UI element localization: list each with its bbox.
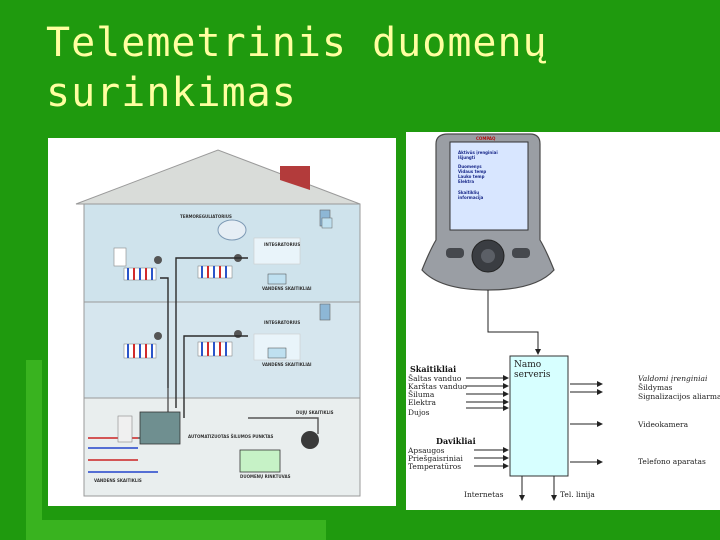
- title-line-2: surinkimas: [46, 68, 666, 118]
- heat-meter-middle: [268, 348, 286, 358]
- server-label-line: Namo: [514, 360, 550, 370]
- bg-bar-left: [26, 360, 42, 540]
- label-heat-meter-2: VANDENS SKAITIKLIAI: [262, 362, 311, 367]
- label-integrator-2: INTEGRATORIUS: [264, 320, 300, 325]
- server-label-line: serveris: [514, 370, 550, 380]
- radiator-middle-right: [198, 342, 232, 356]
- label-heat-meter-1: VANDENS SKAITIKLIAI: [262, 286, 311, 291]
- link-pda-server: [488, 290, 538, 354]
- sensor-item: Temperatūros: [408, 462, 461, 471]
- bg-bar-bottom: [26, 520, 326, 540]
- house-illustration: [48, 138, 396, 506]
- meters-title: Skaitikliai: [410, 364, 456, 374]
- output-heating: Šildymas: [638, 383, 672, 392]
- radiator-upper-left: [124, 268, 156, 280]
- label-thermostat: TERMOREGULIATORIUS: [180, 214, 232, 219]
- meter-item: Dujos: [408, 408, 430, 417]
- label-integrator-1: INTEGRATORIUS: [264, 242, 300, 247]
- slide-title: Telemetrinis duomenų surinkimas: [46, 18, 666, 118]
- heat-meter-upper: [268, 274, 286, 284]
- server-label: Namo serveris: [514, 360, 550, 380]
- thermostat: [218, 220, 246, 240]
- auto-heat-unit: [140, 412, 180, 444]
- label-phone-line: Tel. linija: [560, 490, 595, 499]
- house-diagram: TERMOREGULIATORIUS INTEGRATORIUS VANDENS…: [48, 138, 396, 506]
- gas-meter: [301, 431, 319, 449]
- radiator-middle-left: [124, 344, 156, 358]
- label-auto-unit: AUTOMATIZUOTAS ŠILUMOS PUNKTAS: [188, 434, 273, 439]
- label-gas-meter: DUJŲ SKAITIKLIS: [296, 410, 334, 415]
- output-controlled-devices: Valdomi įrenginiai: [638, 374, 707, 383]
- output-videocamera: Videokamera: [638, 420, 688, 429]
- radiator-upper-right: [198, 266, 232, 278]
- label-internet: Internetas: [464, 490, 503, 499]
- title-line-1: Telemetrinis duomenų: [46, 18, 666, 68]
- sensors-title: Davikliai: [436, 436, 476, 446]
- output-alarm: Signalizacijos aliarmas: [638, 392, 720, 401]
- house-roof: [76, 150, 360, 204]
- meter-item: Elektra: [408, 398, 436, 407]
- label-water-meter: VANDENS SKAITIKLIS: [94, 478, 142, 483]
- label-data-collector: DUOMENŲ RINKTUVAS: [240, 474, 290, 479]
- output-telephone: Telefono aparatas: [638, 457, 706, 466]
- system-diagram: COMPAQ Aktivūs įrenginiai Išjungti Duome…: [406, 132, 720, 510]
- data-collector: [240, 450, 280, 472]
